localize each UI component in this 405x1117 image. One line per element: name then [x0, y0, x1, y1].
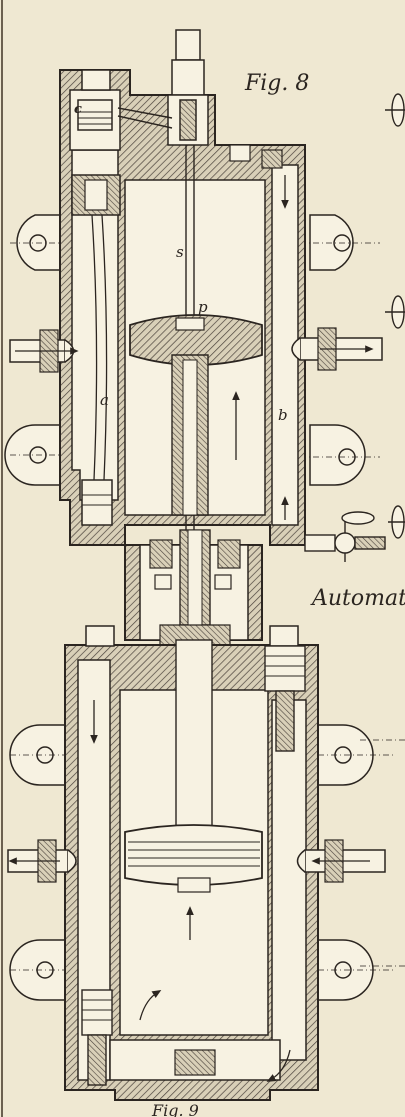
lower-left-cap — [85, 625, 115, 647]
aux-cap-nut — [81, 69, 111, 91]
aux-piston — [77, 99, 113, 131]
caption-automat: Automat — [310, 586, 405, 611]
label-b: b — [278, 406, 288, 424]
lower-cylinder — [7, 625, 395, 1101]
lower-right-cap — [269, 625, 299, 647]
label-p: p — [198, 298, 208, 316]
lower-left-outlet — [7, 839, 77, 883]
upper-left-inlet — [9, 329, 79, 373]
lower-piston — [124, 824, 263, 893]
upper-flow-arrows — [232, 175, 289, 520]
upper-piston — [129, 314, 263, 366]
valve-spindle-head — [167, 29, 209, 146]
left-lower-gland — [81, 479, 113, 526]
lower-rod — [175, 639, 213, 841]
lower-right-inlet — [296, 839, 386, 883]
linkage-bars — [117, 107, 173, 129]
top-port — [229, 144, 251, 162]
right-edge-fittings — [385, 93, 405, 539]
left-rod — [91, 214, 108, 481]
caption-bottom: Fig. 9 — [151, 1101, 199, 1117]
lower-right-valve — [264, 645, 306, 752]
label-a: a — [100, 391, 109, 409]
lower-right-passage — [271, 699, 307, 1061]
lower-left-valve — [81, 989, 113, 1086]
label-s: s — [176, 243, 184, 261]
automatic-valve — [304, 511, 386, 562]
label-c: c — [74, 102, 82, 117]
upper-right-outlet — [291, 327, 383, 371]
connecting-neck — [124, 529, 263, 646]
figure-title: Fig. 8 — [244, 71, 309, 96]
upper-right-lugs — [309, 214, 366, 486]
lower-flow-arrows — [90, 700, 291, 1082]
upper-cylinder — [4, 29, 386, 562]
top-right-valve — [261, 149, 283, 169]
